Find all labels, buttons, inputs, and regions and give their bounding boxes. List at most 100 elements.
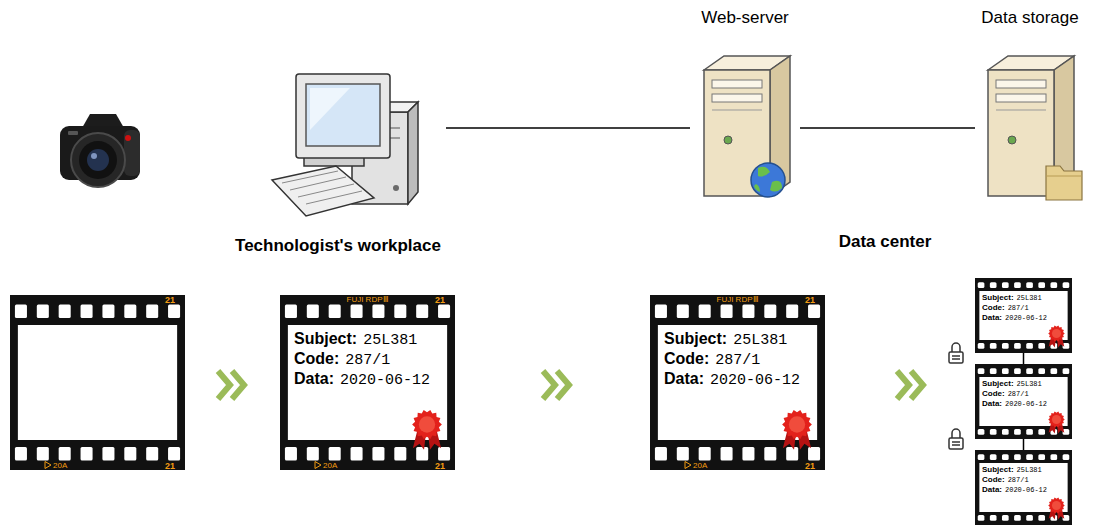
frame-text: Subject:25L381Code:287/1Data:2020-06-12: [294, 329, 430, 389]
field-row: Data:2020-06-12: [982, 485, 1047, 495]
computer-icon: [393, 185, 399, 191]
field-row: Subject:25L381: [982, 379, 1047, 389]
sprocket-hole: [721, 305, 733, 319]
sprocket-hole: [1014, 515, 1021, 521]
film-edge-marking: 21: [165, 295, 175, 305]
field-row: Code:287/1: [982, 475, 1047, 485]
field-name: Code:: [982, 389, 1005, 399]
computer-icon: [272, 74, 418, 216]
seal-center: [789, 416, 805, 432]
film-edge-marking: 20A: [53, 461, 67, 470]
field-value: 287/1: [1008, 389, 1029, 399]
film-frame-node: Subject:25L381Code:287/1Data:2020-06-12: [975, 364, 1072, 439]
seal-center: [1052, 415, 1061, 424]
film-base: [975, 364, 1072, 439]
sprocket-hole: [1026, 343, 1033, 349]
seal-icon: [1048, 325, 1064, 347]
sprocket-hole: [721, 447, 733, 461]
sprocket-hole: [1002, 454, 1009, 460]
sprocket-hole: [978, 515, 985, 521]
sprocket-hole: [742, 305, 754, 319]
web-server-icon: [751, 163, 785, 197]
field-row: Code:287/1: [294, 349, 430, 369]
lock-icon: [952, 343, 960, 352]
sprocket-hole: [372, 305, 384, 319]
data-storage-icon: [1008, 136, 1016, 144]
sprocket-hole: [1002, 282, 1009, 288]
web-server-icon: [712, 94, 762, 102]
lock-icon: [952, 355, 960, 357]
edge-mark: [315, 462, 321, 469]
flow-chevron: [218, 371, 230, 399]
computer-icon: [272, 166, 374, 216]
sprocket-hole: [329, 447, 341, 461]
sprocket-hole: [655, 447, 667, 461]
field-value: 25L381: [1017, 379, 1042, 389]
field-value: 287/1: [1008, 303, 1029, 313]
field-row: Data:2020-06-12: [664, 369, 800, 389]
field-row: Data:2020-06-12: [294, 369, 430, 389]
flow-chevron: [557, 371, 569, 399]
field-value: 2020-06-12: [1005, 485, 1047, 495]
field-row: Code:287/1: [982, 389, 1047, 399]
film-window: [979, 291, 1067, 340]
sprocket-hole: [81, 447, 93, 461]
sprocket-hole: [438, 305, 450, 319]
field-value: 2020-06-12: [710, 371, 800, 391]
sprocket-hole: [15, 305, 27, 319]
sprocket-hole: [1026, 429, 1033, 435]
seal-center: [1052, 329, 1061, 338]
sprocket-hole: [102, 447, 114, 461]
sprocket-hole: [1050, 282, 1057, 288]
web-server-icon: [712, 110, 762, 111]
seal-center: [419, 416, 435, 432]
field-row: Subject:25L381: [664, 329, 800, 349]
sprocket-hole: [677, 447, 689, 461]
sprocket-hole: [742, 447, 754, 461]
sprocket-hole: [146, 305, 158, 319]
sprocket-hole: [990, 454, 997, 460]
field-name: Data:: [982, 399, 1002, 409]
field-name: Data:: [982, 313, 1002, 323]
field-value: 2020-06-12: [1005, 313, 1047, 323]
sprocket-hole: [394, 305, 406, 319]
node-label: Web-server: [701, 8, 789, 28]
film-window: [658, 325, 817, 440]
field-row: Subject:25L381: [982, 465, 1047, 475]
sprocket-hole: [1026, 282, 1033, 288]
sprocket-hole: [786, 305, 798, 319]
film-window: [18, 325, 177, 440]
field-name: Subject:: [294, 329, 357, 349]
seal-center: [1052, 501, 1061, 510]
computer-icon: [310, 88, 350, 130]
film-base: [975, 278, 1072, 353]
sprocket-hole: [764, 305, 776, 319]
sprocket-hole: [978, 368, 985, 374]
lock-icon: [949, 438, 963, 449]
film-frame-node: Subject:25L381Code:287/1Data:2020-06-12: [975, 450, 1072, 525]
camera-icon: [68, 131, 78, 135]
seal-body: [412, 410, 442, 439]
field-name: Code:: [294, 349, 339, 369]
frame-text: Subject:25L381Code:287/1Data:2020-06-12: [982, 465, 1047, 495]
lock-icon: [952, 441, 960, 443]
sprocket-hole: [81, 305, 93, 319]
sprocket-hole: [1038, 368, 1045, 374]
system-node: Data storage: [975, 8, 1085, 200]
film-frame: [10, 295, 185, 470]
field-row: Subject:25L381: [982, 293, 1047, 303]
sprocket-hole: [372, 447, 384, 461]
field-row: Code:287/1: [982, 303, 1047, 313]
field-row: Data:2020-06-12: [982, 399, 1047, 409]
sprocket-hole: [329, 305, 341, 319]
sprocket-hole: [1014, 343, 1021, 349]
sprocket-hole: [808, 447, 820, 461]
computer-icon: [296, 74, 390, 158]
sprocket-hole: [307, 447, 319, 461]
sprocket-hole: [416, 305, 428, 319]
sprocket-hole: [1002, 368, 1009, 374]
sprocket-hole: [1014, 368, 1021, 374]
camera-icon: [79, 141, 117, 179]
sprocket-hole: [1038, 343, 1045, 349]
